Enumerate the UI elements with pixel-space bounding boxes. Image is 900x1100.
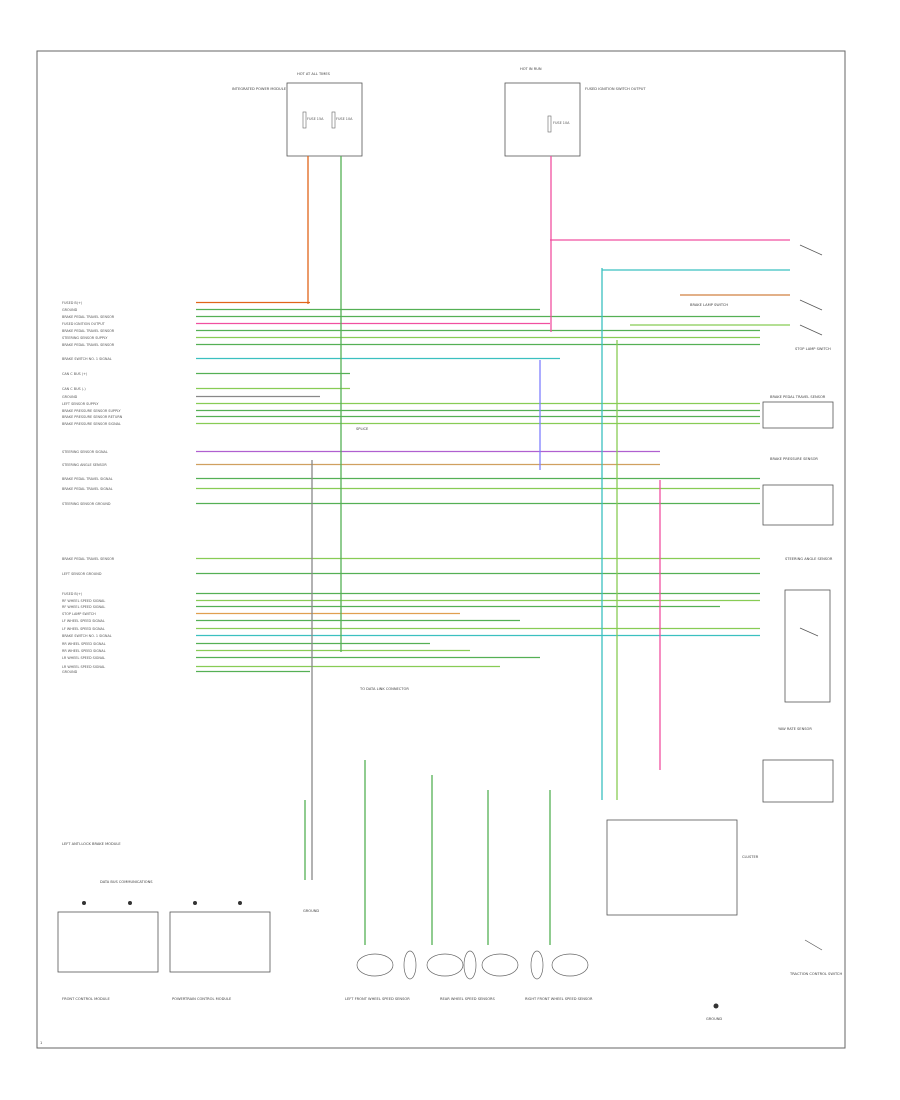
module-pin-label: LF WHEEL SPEED SIGNAL [62, 627, 105, 631]
svg-text:FUSE 10A: FUSE 10A [553, 121, 570, 125]
module-pin-label: BRAKE PEDAL TRAVEL SENSOR [62, 343, 115, 347]
module-pin-label: BRAKE PRESSURE SENSOR RETURN [62, 415, 123, 419]
module-pin-label: RF WHEEL SPEED SIGNAL [62, 605, 105, 609]
module-pin-label: BRAKE PEDAL TRAVEL SIGNAL [62, 487, 113, 491]
module-pin-label: CAN C BUS (+) [62, 372, 88, 376]
rf-wheel-sensor: RIGHT FRONT WHEEL SPEED SENSOR [525, 950, 593, 1001]
svg-text:GROUND: GROUND [706, 1017, 722, 1021]
svg-text:INTEGRATED POWER MODULE: INTEGRATED POWER MODULE [232, 87, 287, 91]
module-pin-label: BRAKE SWITCH NO. 1 SIGNAL [62, 357, 112, 361]
module-pin-label: RR WHEEL SPEED SIGNAL [62, 642, 106, 646]
svg-text:LEFT FRONT WHEEL SPEED SENSOR: LEFT FRONT WHEEL SPEED SENSOR [345, 997, 410, 1001]
wires [196, 156, 790, 945]
diagram-frame [36, 50, 846, 1049]
module-pin-label: STEERING SENSOR SUPPLY [62, 336, 108, 340]
module-pin-labels: FUSED B(+) GROUND BRAKE PEDAL TRAVEL SENSO… [62, 301, 123, 674]
module-pin-label: GROUND [62, 308, 78, 312]
traction-switch: TRACTION CONTROL SWITCH [789, 939, 842, 976]
module-pin-label: LF WHEEL SPEED SIGNAL [62, 619, 105, 623]
module-pin-label: FUSED B(+) [62, 301, 83, 305]
steering-sensor-box: STEERING ANGLE SENSOR [784, 557, 833, 703]
module-pin-label: BRAKE PRESSURE SENSOR SIGNAL [62, 422, 121, 426]
svg-text:REAR WHEEL SPEED SENSORS: REAR WHEEL SPEED SENSORS [440, 997, 496, 1001]
brake-lamp-switch: BRAKE LAMP SWITCH [690, 244, 823, 336]
svg-text:FUSED IGNITION SWITCH OUTPUT: FUSED IGNITION SWITCH OUTPUT [585, 87, 646, 91]
svg-text:RIGHT FRONT WHEEL SPEED SENSOR: RIGHT FRONT WHEEL SPEED SENSOR [525, 997, 593, 1001]
svg-text:FUSE 15A: FUSE 15A [307, 117, 324, 121]
stop-lamp-switch: STOP LAMP SWITCH [795, 347, 831, 351]
module-pin-label: RR WHEEL SPEED SIGNAL [62, 649, 106, 653]
module-pin-label: GROUND [62, 395, 78, 399]
module-pin-label: FUSED IGNITION OUTPUT [62, 322, 106, 326]
lf-wheel-sensor: LEFT FRONT WHEEL SPEED SENSOR [345, 950, 417, 1001]
svg-text:STEERING ANGLE SENSOR: STEERING ANGLE SENSOR [785, 557, 833, 561]
powertrain-module: POWERTRAIN CONTROL MODULE [169, 901, 271, 1001]
module-pin-label: BRAKE SWITCH NO. 1 SIGNAL [62, 634, 112, 638]
pressure-sensor-box: BRAKE PRESSURE SENSOR [762, 457, 834, 526]
svg-text:HOT IN RUN: HOT IN RUN [520, 67, 542, 71]
module-pin-label: BRAKE PEDAL TRAVEL SENSOR [62, 315, 115, 319]
data-bus-box-label: DATA BUS COMMUNICATIONS [100, 880, 153, 884]
svg-text:FUSE 10A: FUSE 10A [336, 117, 353, 121]
module-pin-label: STOP LAMP SWITCH [62, 612, 96, 616]
svg-text:BRAKE PRESSURE SENSOR: BRAKE PRESSURE SENSOR [770, 457, 818, 461]
rear-wheel-sensors: REAR WHEEL SPEED SENSORS [426, 950, 519, 1001]
note-left: LEFT ANTI-LOCK BRAKE MODULE [62, 842, 121, 846]
module-pin-label: RF WHEEL SPEED SIGNAL [62, 599, 105, 603]
module-pin-label: LEFT SENSOR GROUND [62, 572, 102, 576]
corner-mark: 1 [40, 1041, 42, 1045]
module-pin-label: GROUND [62, 670, 78, 674]
svg-text:STOP LAMP SWITCH: STOP LAMP SWITCH [795, 347, 831, 351]
front-control-module: FRONT CONTROL MODULE [57, 901, 159, 1001]
svg-text:TRACTION CONTROL SWITCH: TRACTION CONTROL SWITCH [789, 972, 842, 976]
module-pin-label: LR WHEEL SPEED SIGNAL [62, 665, 105, 669]
module-pin-label: BRAKE PEDAL TRAVEL SENSOR [62, 557, 115, 561]
ground-symbol: GROUND [706, 1003, 722, 1021]
svg-text:BRAKE PEDAL TRAVEL SENSOR: BRAKE PEDAL TRAVEL SENSOR [770, 395, 826, 399]
note-data-bus: TO DATA LINK CONNECTOR [359, 687, 409, 691]
module-pin-label: STEERING SENSOR SIGNAL [62, 450, 108, 454]
module-pin-label: FUSED B(+) [62, 592, 83, 596]
svg-text:FRONT CONTROL MODULE: FRONT CONTROL MODULE [62, 997, 110, 1001]
module-pin-label: STEERING SENSOR GROUND [62, 502, 111, 506]
svg-text:BRAKE LAMP SWITCH: BRAKE LAMP SWITCH [690, 303, 728, 307]
module-pin-label: BRAKE PRESSURE SENSOR SUPPLY [62, 409, 121, 413]
module-pin-label: BRAKE PEDAL TRAVEL SIGNAL [62, 477, 113, 481]
pedal-sensor-box: BRAKE PEDAL TRAVEL SENSOR [762, 395, 834, 429]
svg-text:HOT AT ALL TIMES: HOT AT ALL TIMES [297, 72, 331, 76]
note-splice: SPLICE [356, 427, 369, 431]
fuse-box-left: HOT AT ALL TIMES INTEGRATED POWER MODULE… [232, 72, 363, 157]
svg-text:YAW RATE SENSOR: YAW RATE SENSOR [778, 727, 812, 731]
module-pin-label: LEFT SENSOR SUPPLY [62, 402, 99, 406]
svg-text:POWERTRAIN CONTROL MODULE: POWERTRAIN CONTROL MODULE [172, 997, 232, 1001]
module-pin-label: LR WHEEL SPEED SIGNAL [62, 656, 105, 660]
cluster-box [606, 819, 738, 916]
module-pin-label: BRAKE PEDAL TRAVEL SENSOR [62, 329, 115, 333]
module-pin-label: STEERING ANGLE SENSOR [62, 463, 107, 467]
fuse-box-right: HOT IN RUN FUSED IGNITION SWITCH OUTPUT … [504, 67, 646, 157]
module-pin-label: CAN C BUS (-) [62, 387, 86, 391]
note-cluster: CLUSTER [742, 855, 759, 859]
note-ground-bottom: GROUND [303, 909, 319, 913]
yaw-sensor-box: YAW RATE SENSOR [762, 727, 834, 803]
